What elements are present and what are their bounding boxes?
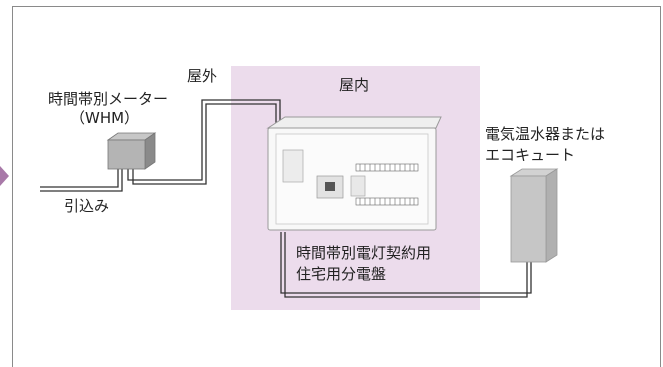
panel-label-line2: 住宅用分電盤	[296, 265, 387, 283]
breaker-row-top	[355, 163, 419, 172]
breaker-row-bottom	[355, 197, 419, 206]
panel-label-line1: 時間帯別電灯契約用	[296, 244, 432, 262]
heater-label-line2: エコキュート	[485, 146, 576, 164]
meter-label-line2: （WHM）	[70, 109, 140, 127]
water-heater-tank	[509, 168, 559, 263]
panel-heater-wire-1	[280, 232, 532, 294]
service-drop-wire-2	[40, 168, 123, 192]
distribution-panel	[266, 116, 442, 231]
meter-label-line1: 時間帯別メーター	[48, 90, 169, 108]
meter-box	[106, 132, 157, 170]
side-arrow-icon	[0, 166, 9, 186]
meter-panel-wire-1	[127, 99, 281, 181]
outdoor-label: 屋外	[187, 67, 218, 85]
service-drop-label: 引込み	[64, 197, 110, 215]
diagram-frame	[12, 6, 661, 367]
heater-label-line1: 電気温水器または	[485, 125, 606, 143]
indoor-label: 屋内	[339, 76, 370, 94]
panel-heater-wire-2	[284, 232, 528, 298]
wires	[40, 99, 532, 298]
service-drop-wire-1	[40, 168, 119, 188]
meter-panel-wire-2	[132, 103, 277, 185]
